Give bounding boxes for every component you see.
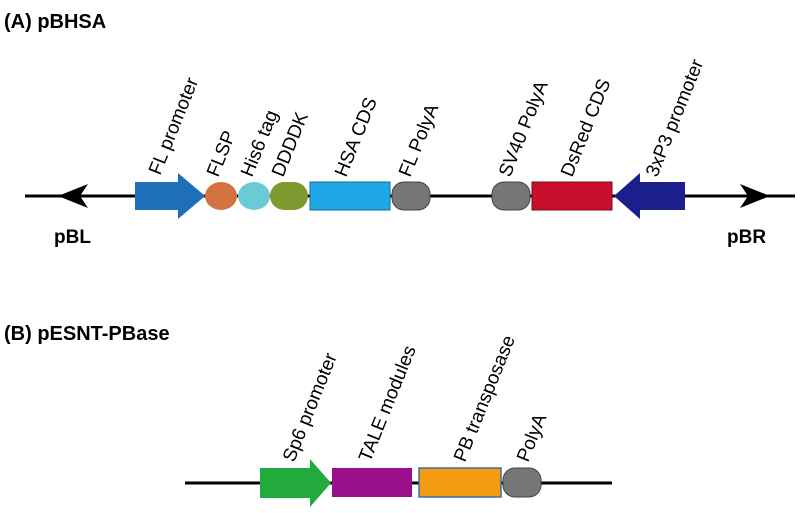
left-end-label: pBL [54, 227, 91, 248]
right-end-arrow [740, 184, 770, 208]
label-fl-promoter: FL promoter [145, 74, 203, 178]
label-flsp: FLSP [203, 128, 240, 180]
panel-b-title: (B) pESNT-PBase [4, 323, 170, 345]
label-sv40-polya: SV40 PolyA [495, 78, 553, 180]
fl-promoter-arrow [135, 173, 205, 219]
label-3xp3-promoter: 3xP3 promoter [642, 56, 708, 180]
tale-modules-box [332, 468, 412, 497]
label-dsred-cds: DsRed CDS [557, 76, 615, 180]
label-hsa-cds: HSA CDS [331, 95, 382, 180]
polya-box [502, 467, 542, 498]
3xp3-promoter-arrow [614, 173, 685, 219]
ddddk-oval [270, 182, 308, 210]
hsa-cds-box [309, 181, 391, 211]
label-polya: PolyA [513, 411, 551, 465]
panel-a-title: (A) pBHSA [4, 11, 106, 33]
flsp-oval [205, 182, 237, 210]
pb-transposase-box [418, 467, 502, 498]
his6-tag-oval [238, 182, 270, 210]
left-end-arrow [58, 184, 88, 208]
right-end-label: pBR [727, 227, 766, 248]
sv40-polya-box [491, 181, 531, 211]
label-pb-transposase: PB transposase [450, 333, 520, 465]
sp6-promoter-arrow [260, 459, 331, 507]
label-tale-modules: TALE modules [355, 343, 421, 465]
label-fl-polya: FL PolyA [395, 101, 443, 180]
fl-polya-box [391, 181, 431, 211]
label-sp6-promoter: Sp6 promoter [279, 350, 342, 465]
dsred-cds-box [531, 181, 613, 211]
